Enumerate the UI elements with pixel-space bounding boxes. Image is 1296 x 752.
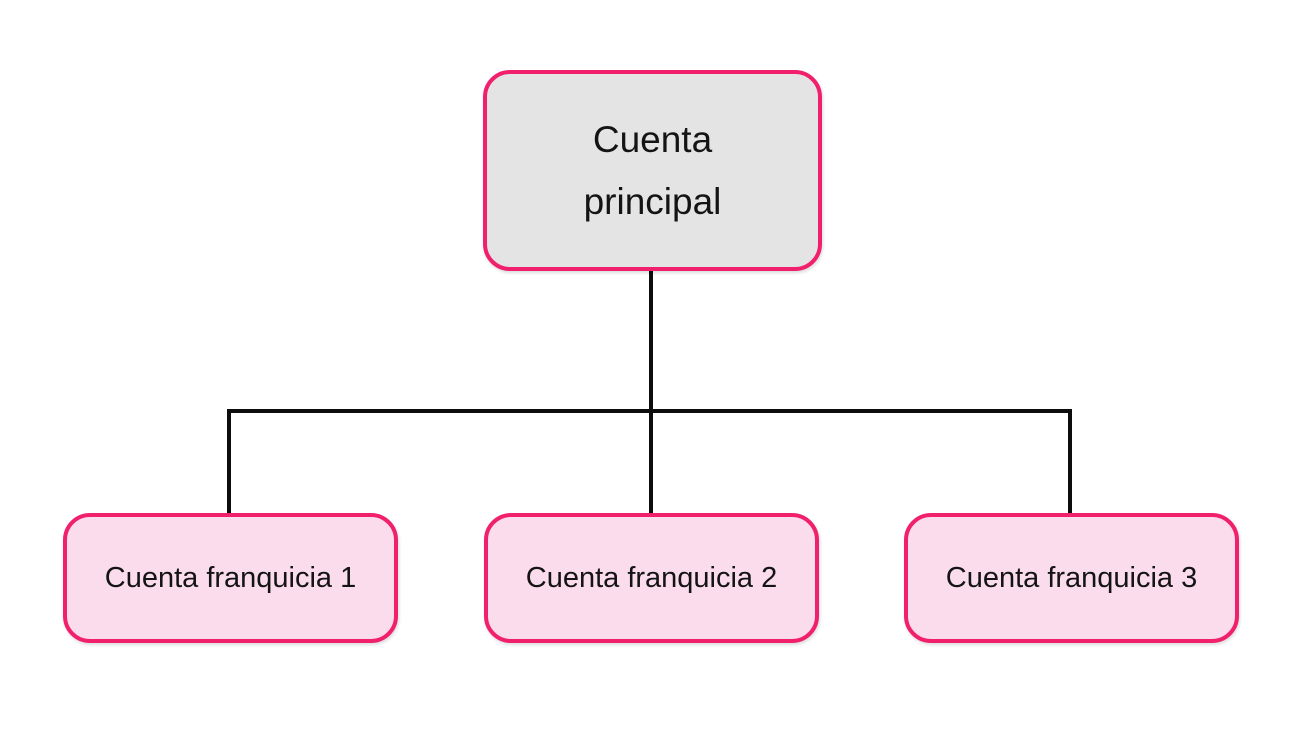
node-franchise-account-3: Cuenta franquicia 3 <box>904 513 1239 643</box>
node-root-account: Cuenta principal <box>483 70 822 271</box>
node-franchise-3-label: Cuenta franquicia 3 <box>945 562 1198 594</box>
node-franchise-2-label: Cuenta franquicia 2 <box>525 562 778 594</box>
node-franchise-account-1: Cuenta franquicia 1 <box>63 513 398 643</box>
connector-drop-child-1 <box>227 409 231 514</box>
connector-horizontal-bar <box>227 409 1072 413</box>
connector-root-to-child-2 <box>649 271 653 514</box>
node-franchise-1-label: Cuenta franquicia 1 <box>104 562 357 594</box>
node-franchise-account-2: Cuenta franquicia 2 <box>484 513 819 643</box>
connector-drop-child-3 <box>1068 409 1072 514</box>
node-root-label: Cuenta principal <box>583 118 722 222</box>
